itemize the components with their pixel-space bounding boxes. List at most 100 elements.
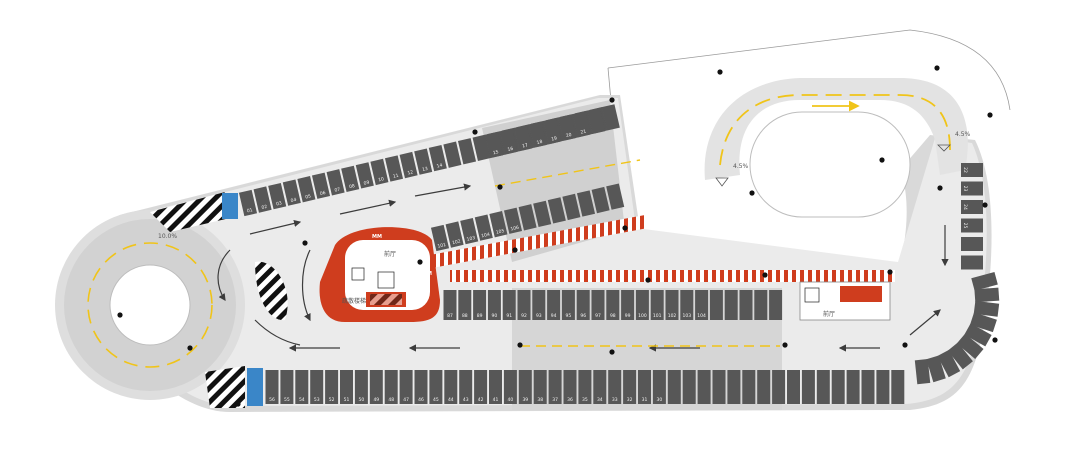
stall-number: 91 xyxy=(506,313,512,319)
parking-stall: 52 xyxy=(325,370,339,404)
column-marker xyxy=(117,312,123,318)
parking-stall: 08 xyxy=(341,165,360,193)
parking-stall xyxy=(757,370,771,404)
stall-number: 101 xyxy=(653,313,662,319)
stall-number: 05 xyxy=(305,193,312,200)
parking-stall xyxy=(914,358,931,385)
helix-ramp-right: 4.5% 4.5% xyxy=(704,78,971,218)
parking-stall: 30 xyxy=(652,370,666,404)
parking-stall: 99 xyxy=(621,290,635,320)
parking-stall xyxy=(974,287,1000,303)
parking-stall xyxy=(937,349,961,378)
stall-number: 92 xyxy=(521,313,527,319)
stall-row-curve xyxy=(914,271,1000,385)
parking-stall: 04 xyxy=(282,179,301,206)
stall-number: 22 xyxy=(962,167,968,173)
ramp-slope-label-top: 4.5% xyxy=(733,163,749,170)
stall-number: 34 xyxy=(597,397,603,403)
parking-stall xyxy=(970,312,997,333)
stall-number: 52 xyxy=(329,397,335,403)
parking-stall: 18 xyxy=(528,121,547,148)
parking-stall: 31 xyxy=(638,370,651,404)
parking-stall: 102 xyxy=(445,221,464,248)
parking-stall xyxy=(876,370,890,404)
column-marker xyxy=(934,65,940,71)
stall-number: 02 xyxy=(261,204,268,211)
parking-stall: 89 xyxy=(473,290,487,320)
column-marker xyxy=(609,349,615,355)
parking-stall: 21 xyxy=(572,111,591,138)
parking-stall xyxy=(562,193,581,221)
stall-number: 11 xyxy=(392,173,399,180)
parking-stall: 88 xyxy=(458,290,472,320)
stall-number: 104 xyxy=(481,232,491,240)
parking-stall: 101 xyxy=(650,290,664,320)
parking-stall xyxy=(739,290,753,320)
stair-core: 前厅 疏散楼梯 MM MM xyxy=(319,227,440,322)
stall-number: 53 xyxy=(314,397,320,403)
stall-number: 105 xyxy=(495,228,505,236)
stall-number: 103 xyxy=(683,313,692,319)
column-marker xyxy=(609,97,615,103)
parking-stall: 35 xyxy=(578,370,592,404)
parking-stall: 22 xyxy=(961,163,983,177)
stall-number: 56 xyxy=(269,397,275,403)
stall-number: 31 xyxy=(642,397,648,403)
parking-stall: 24 xyxy=(961,200,983,214)
stall-number: 49 xyxy=(373,397,379,403)
parking-stall: 48 xyxy=(384,370,398,404)
parking-stall: 100 xyxy=(635,290,649,320)
parking-stall: 90 xyxy=(487,290,501,320)
parking-stall: 104 xyxy=(474,214,493,241)
parking-stall xyxy=(831,370,845,404)
parking-stall: 20 xyxy=(557,114,577,141)
parking-stall: 39 xyxy=(518,370,532,404)
parking-stall: 32 xyxy=(623,370,637,404)
parking-stall: 17 xyxy=(514,124,533,152)
parking-stall xyxy=(973,300,1000,317)
parking-stall: 02 xyxy=(253,186,272,213)
parking-stall: 10 xyxy=(370,158,389,186)
stall-number: 99 xyxy=(625,313,631,319)
column-marker xyxy=(879,157,885,163)
stall-number: 98 xyxy=(610,313,616,319)
stall-number: 14 xyxy=(436,162,443,169)
parking-stall: 40 xyxy=(503,370,517,404)
parking-stall: 87 xyxy=(443,290,457,320)
column-marker xyxy=(187,345,193,351)
stall-number: 35 xyxy=(582,397,588,403)
stall-number: 41 xyxy=(493,397,499,403)
parking-stall xyxy=(533,200,552,228)
parking-stall: 56 xyxy=(265,370,279,404)
column-marker xyxy=(472,129,478,135)
column-marker xyxy=(517,342,523,348)
parking-stall: 103 xyxy=(460,217,479,245)
stair-core-right: 前厅 xyxy=(799,281,891,321)
ramp-slope-label-left: 10.0% xyxy=(158,233,177,240)
parking-stall: 46 xyxy=(414,370,428,404)
column-marker xyxy=(622,225,628,231)
parking-stall: 09 xyxy=(355,162,374,189)
stall-number: 106 xyxy=(510,225,520,233)
parking-stall xyxy=(961,255,983,270)
parking-stall xyxy=(801,370,815,404)
accessible-stall-top xyxy=(222,193,238,219)
parking-stall: 19 xyxy=(543,118,562,145)
stall-number: 90 xyxy=(492,313,498,319)
parking-stall xyxy=(742,370,756,404)
stall-number: 88 xyxy=(462,313,468,319)
parking-stall: 38 xyxy=(533,370,547,404)
stall-number: 102 xyxy=(452,238,462,246)
parking-stall: 13 xyxy=(414,148,433,175)
parking-stall: 102 xyxy=(665,290,679,320)
parking-stall xyxy=(727,370,741,404)
stall-number: 03 xyxy=(276,200,283,207)
stall-number: 06 xyxy=(319,190,326,197)
parking-stall xyxy=(956,333,984,359)
parking-stall: 50 xyxy=(354,370,368,404)
parking-stall: 14 xyxy=(428,144,447,172)
parking-stall: 41 xyxy=(489,370,502,404)
